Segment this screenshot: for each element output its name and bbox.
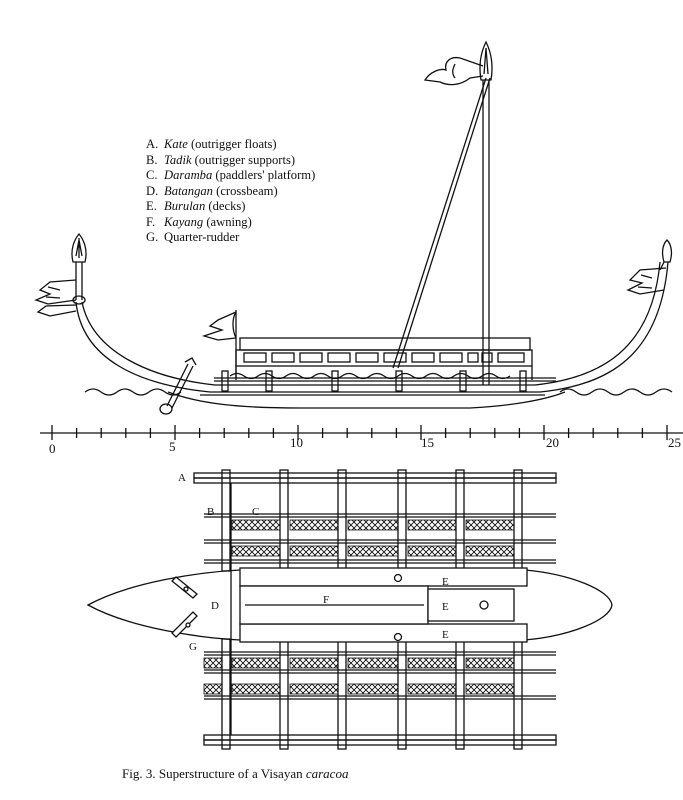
plan-label-g: G [189, 641, 197, 653]
scale-ticks [51, 425, 668, 440]
side-elevation [34, 40, 673, 415]
legend-letter: C. [146, 168, 158, 182]
side-platform [214, 370, 556, 392]
legend-term: Kayang [164, 214, 204, 229]
legend-desc: (decks) [205, 199, 246, 213]
legend: A. Kate (outrigger floats) B. Tadik (outri… [146, 137, 315, 246]
legend-item: A. Kate (outrigger floats) [146, 137, 315, 153]
plan-label-d: D [211, 600, 219, 612]
scale-bar [40, 425, 683, 440]
legend-desc: (outrigger floats) [187, 137, 277, 151]
plan-label-e-bottom: E [442, 629, 449, 641]
deck-hole-mast [479, 600, 489, 610]
scale-label-10: 10 [290, 435, 303, 450]
legend-desc: (paddlers' platform) [212, 168, 316, 182]
hull [75, 261, 669, 409]
awning-house [235, 337, 533, 380]
scale-label-25: 25 [668, 435, 681, 450]
plan-label-e-top: E [442, 576, 449, 588]
scale-label-15: 15 [421, 435, 434, 450]
mast-pennant [423, 56, 484, 86]
plan-label-a: A [178, 472, 186, 484]
caption-text: Fig. 3. Superstructure of a Visayan [122, 766, 306, 781]
legend-term: Batangan [164, 183, 213, 198]
legend-letter: B. [146, 152, 158, 167]
legend-letter: A. [146, 137, 159, 151]
legend-term: Daramba [164, 168, 213, 182]
plan-decks [239, 567, 528, 643]
legend-item: F. Kayang (awning) [146, 215, 315, 231]
legend-letter: E. [146, 199, 157, 213]
plan-label-e-mid: E [442, 601, 449, 613]
stern-post [626, 239, 673, 295]
legend-item: D. Batangan (crossbeam) [146, 184, 315, 200]
plan-label-c: C [252, 506, 259, 518]
legend-item: B. Tadik (outrigger supports) [146, 153, 315, 169]
side-posts [221, 370, 527, 392]
caption-italic: caracoa [305, 766, 349, 781]
legend-desc: (awning) [203, 214, 252, 229]
legend-letter: D. [146, 183, 159, 198]
plan-label-b: B [207, 506, 214, 518]
side-rudder [159, 357, 197, 415]
plan-hatching [203, 519, 515, 695]
legend-term: Burulan [164, 199, 206, 213]
plan-labels: A B C D E F E E G [178, 472, 449, 653]
legend-letter: F. [146, 214, 156, 229]
deck-hole-bottom [393, 632, 403, 642]
legend-item: G. Quarter-rudder [146, 230, 315, 246]
scale-labels: 0 5 10 15 20 25 [49, 435, 681, 456]
float-bottom [203, 734, 557, 746]
scale-label-20: 20 [546, 435, 559, 450]
legend-desc: Quarter-rudder [164, 230, 240, 244]
legend-term: Tadik [164, 152, 192, 167]
float-top [193, 472, 557, 484]
legend-term: Kate [164, 137, 188, 151]
plan-rails [204, 513, 556, 700]
deck-hole-top [393, 573, 403, 583]
plan-rudders [171, 576, 198, 638]
legend-desc: (outrigger supports) [191, 152, 296, 167]
legend-letter: G. [146, 230, 159, 244]
bow-post [71, 232, 87, 305]
bow-pennant [34, 279, 77, 317]
legend-item: E. Burulan (decks) [146, 199, 315, 215]
scale-label-0: 0 [49, 441, 56, 456]
legend-item: C. Daramba (paddlers' platform) [146, 168, 315, 184]
deck-pennant [201, 310, 237, 378]
plan-view [86, 469, 613, 750]
awning-windows [243, 352, 525, 363]
plan-label-f: F [323, 594, 329, 606]
figure-caption: Fig. 3. Superstructure of a Visayan cara… [122, 766, 348, 782]
plan-hull [86, 569, 613, 641]
scale-label-5: 5 [169, 439, 176, 454]
mast [392, 40, 493, 385]
legend-desc: (crossbeam) [212, 183, 278, 198]
